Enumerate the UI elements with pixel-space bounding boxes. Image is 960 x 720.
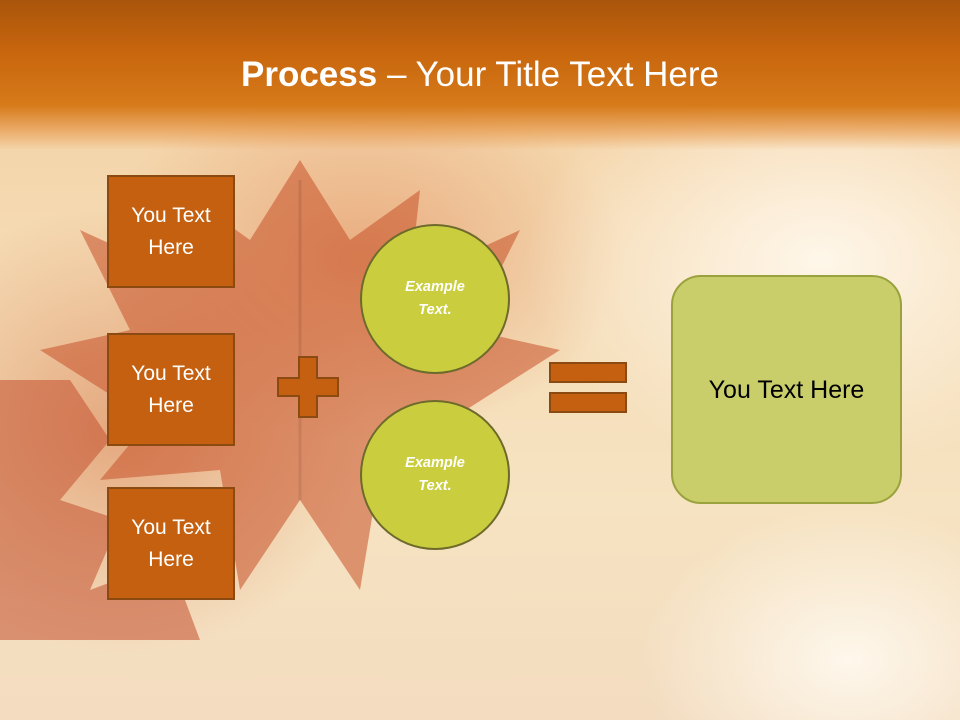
slide-title: Process – Your Title Text Here — [0, 52, 960, 98]
input-box-label: You Text Here — [131, 361, 211, 417]
circle-label: Example Text. — [405, 455, 465, 494]
input-box-3[interactable]: You Text Here — [107, 487, 235, 600]
example-circle-1[interactable]: Example Text. — [360, 224, 510, 374]
title-bold: Process — [241, 55, 378, 94]
input-box-2[interactable]: You Text Here — [107, 333, 235, 446]
example-circle-2[interactable]: Example Text. — [360, 400, 510, 550]
input-box-1[interactable]: You Text Here — [107, 175, 235, 288]
title-rest: Your Title Text Here — [415, 55, 720, 94]
circle-label: Example Text. — [405, 279, 465, 318]
equals-icon — [549, 362, 627, 413]
result-box[interactable]: You Text Here — [671, 275, 902, 504]
title-separator: – — [377, 55, 416, 94]
input-box-label: You Text Here — [131, 515, 211, 571]
title-bar — [0, 0, 960, 150]
result-label: You Text Here — [708, 375, 865, 404]
plus-icon — [277, 356, 339, 418]
input-box-label: You Text Here — [131, 203, 211, 259]
